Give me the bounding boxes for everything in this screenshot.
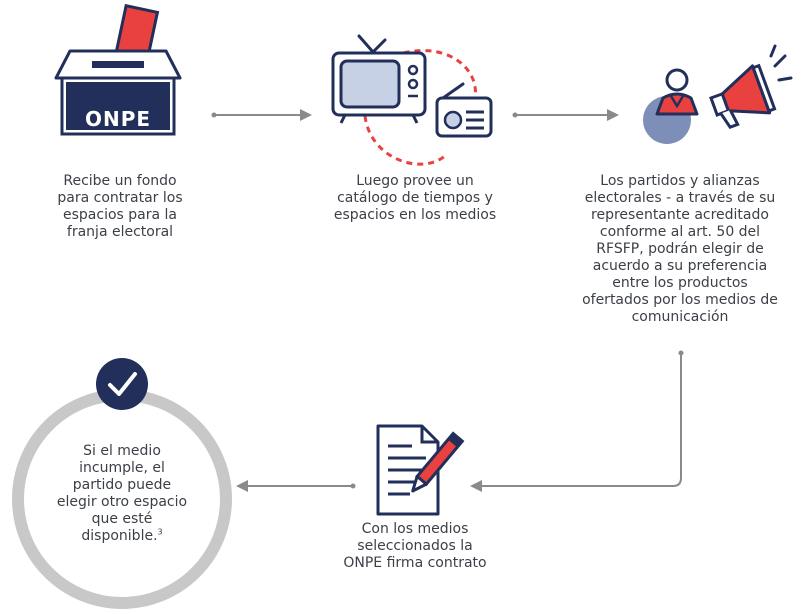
contract-pen-icon <box>376 424 465 516</box>
caption-line: Si el medio <box>83 443 161 459</box>
caption-line: comunicación <box>631 309 729 325</box>
arrow-3-to-4 <box>470 350 684 492</box>
arrow-1-to-2 <box>211 109 312 121</box>
caption-line: espacios para la <box>63 207 177 223</box>
caption-line: catálogo de tiempos y <box>337 190 493 206</box>
caption-line: espacios en los medios <box>333 207 497 223</box>
caption-line: conforme al art. 50 del <box>599 224 761 240</box>
caption-line: Luego provee un <box>356 173 474 189</box>
caption-line: representante acreditado <box>591 207 769 223</box>
caption-line: RFSFP, podrán elegir de <box>596 241 764 257</box>
caption-line: que esté <box>91 511 153 527</box>
caption-line: Los partidos y alianzas <box>600 173 760 189</box>
step-4-caption: Con los medios seleccionados la ONPE fir… <box>325 521 505 572</box>
tv-radio-icon <box>331 34 493 166</box>
person-megaphone-icon <box>643 44 793 144</box>
caption-line: entre los productos <box>612 275 748 291</box>
caption-line: elegir otro espacio <box>56 494 188 510</box>
caption-line: franja electoral <box>66 224 174 240</box>
step-1-caption: Recibe un fondo para contratar los espac… <box>40 173 200 241</box>
caption-line: acuerdo a su preferencia <box>592 258 768 274</box>
caption-text: disponible. <box>81 528 158 544</box>
ballot-box-icon <box>54 3 182 136</box>
footnote-marker: 3 <box>157 527 163 537</box>
caption-line: incumple, el <box>79 460 165 476</box>
arrow-2-to-3 <box>512 109 619 121</box>
arrow-4-to-5 <box>236 480 356 492</box>
ballot-box-label: ONPE <box>84 107 152 131</box>
caption-line: electorales - a través de su <box>584 190 776 206</box>
caption-line: seleccionados la <box>357 538 473 554</box>
caption-line: Recibe un fondo <box>63 173 177 189</box>
caption-line: para contratar los <box>57 190 183 206</box>
checkmark-icon <box>96 358 148 410</box>
caption-line-with-footnote: disponible.3 <box>52 528 192 545</box>
caption-line: Con los medios <box>361 521 469 537</box>
caption-line: partido puede <box>72 477 172 493</box>
step-5-caption: Si el medio incumple, el partido puede e… <box>52 443 192 545</box>
step-3-caption: Los partidos y alianzas electorales - a … <box>560 173 800 326</box>
step-2-caption: Luego provee un catálogo de tiempos y es… <box>325 173 505 224</box>
caption-line: ONPE firma contrato <box>343 555 487 571</box>
caption-line: ofertados por los medios de <box>582 292 778 308</box>
